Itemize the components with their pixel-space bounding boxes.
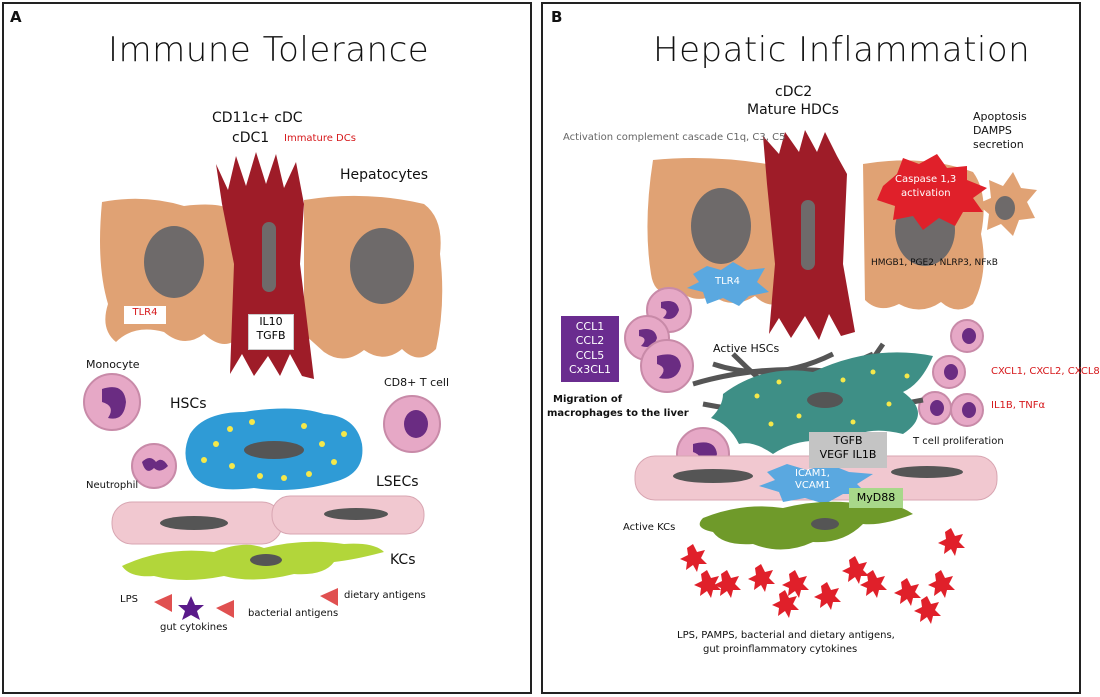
lps-label: LPS xyxy=(120,594,138,605)
panel-immune-tolerance: A Immune Tolerance CD11c+ cDC cDC1 Immat… xyxy=(2,2,532,694)
il1b-label: IL1B, TNFα xyxy=(991,400,1046,411)
lsec-b-nucleus-left xyxy=(673,469,753,483)
hepatocytes-label: Hepatocytes xyxy=(340,167,429,183)
ccl-item: CCL5 xyxy=(575,348,605,362)
ccl-item: CCL1 xyxy=(575,320,605,333)
active-hsc-droplets xyxy=(754,369,910,427)
cd8-label: CD8+ T cell xyxy=(384,376,450,389)
caspase-line2: activation xyxy=(901,188,951,199)
hmgb1-label: HMGB1, PGE2, NLRP3, NFκB xyxy=(871,258,998,268)
apoptosis-line3: secretion xyxy=(973,138,1024,151)
bacterial-antigens-label: bacterial antigens xyxy=(248,608,339,619)
vegf-label: VEGF IL1B xyxy=(819,448,877,462)
mature-dc-nucleus xyxy=(801,200,815,270)
panel-a-illustration xyxy=(83,152,443,620)
cd8-t-cell-nucleus xyxy=(404,410,428,438)
neutrophil-nucleus xyxy=(142,458,168,471)
immature-dcs-label: Immature DCs xyxy=(284,133,356,144)
caspase-line1: Caspase 1,3 xyxy=(895,174,957,185)
tgfb-label: TGFB xyxy=(256,329,286,343)
complement-label: Activation complement cascade C1q, C3, C… xyxy=(563,132,786,143)
monocyte-nucleus xyxy=(102,387,126,419)
macrophage-2-nucleus xyxy=(639,329,657,347)
caspase-burst xyxy=(877,154,987,230)
il10-tgfb-box: IL10 TGFB xyxy=(248,314,294,350)
active-kc-nucleus xyxy=(811,518,839,530)
tgfb-b-label: TGFB xyxy=(833,434,863,447)
tlr4-burst xyxy=(687,262,769,306)
ccl-item: Cx3CL1 xyxy=(569,362,611,376)
lsecs-label: LSECs xyxy=(376,474,419,490)
tlr4-b-label: TLR4 xyxy=(715,276,740,287)
cdc2-label: cDC2 xyxy=(775,84,813,100)
bottom-line1: LPS, PAMPS, bacterial and dietary antige… xyxy=(677,630,895,641)
macrophage-3-nucleus xyxy=(657,354,681,379)
bottom-line2: gut proinflammatory cytokines xyxy=(703,644,858,655)
t-cell-proliferation-label: T cell proliferation xyxy=(913,436,1004,447)
tlr4-box: TLR4 xyxy=(124,306,166,324)
dendritic-cell-nucleus xyxy=(262,222,276,292)
active-hscs-label: Active HSCs xyxy=(713,342,780,355)
lsec-right-nucleus xyxy=(324,508,388,520)
active-kupffer-cell xyxy=(699,501,913,550)
hepatocyte-b-left-nucleus xyxy=(691,188,751,264)
hscs-label: HSCs xyxy=(170,396,207,412)
gut-cytokine-star xyxy=(178,596,204,620)
panel-b-label: B xyxy=(551,8,563,26)
cdc-label-line1: CD11c+ cDC xyxy=(212,110,303,126)
lps-triangle xyxy=(154,594,172,612)
t-cells-right xyxy=(918,319,984,427)
migration-line1: Migration of xyxy=(553,394,623,405)
cdc-label-line2: cDC1 xyxy=(232,130,270,146)
ccl-item: CCL2 xyxy=(575,334,605,348)
hepatocyte-right-nucleus xyxy=(350,228,414,304)
ccl-box: CCL1 CCL2 CCL5 Cx3CL1 xyxy=(561,316,619,382)
apoptosis-line1: Apoptosis xyxy=(973,110,1027,123)
panel-b-title: Hepatic Inflammation xyxy=(653,30,1031,70)
hepatocyte-left-nucleus xyxy=(144,226,204,298)
pamps-stars xyxy=(680,528,965,624)
dietary-antigens-label: dietary antigens xyxy=(344,590,426,601)
panel-a-title: Immune Tolerance xyxy=(108,30,430,70)
gut-cytokines-label: gut cytokines xyxy=(160,622,228,633)
panel-b-illustration xyxy=(624,130,1037,624)
hsc-nucleus xyxy=(244,441,304,459)
dietary-triangle xyxy=(320,588,338,606)
lsec-left-nucleus xyxy=(160,516,228,530)
kupffer-nucleus xyxy=(250,554,282,566)
panel-a-label: A xyxy=(10,8,22,26)
cxcl-label: CXCL1, CXCL2, CXCL8 xyxy=(991,366,1100,377)
apoptosis-line2: DAMPS xyxy=(973,124,1012,137)
macrophage-1-nucleus xyxy=(661,301,679,319)
icam-line2: VCAM1 xyxy=(795,480,831,491)
icam-line1: ICAM1, xyxy=(795,468,830,479)
icam-burst xyxy=(759,464,873,504)
migration-line2: macrophages to the liver xyxy=(547,408,689,419)
tgfb-vegf-box: TGFB VEGF IL1B xyxy=(809,432,887,468)
mature-hdcs-label: Mature HDCs xyxy=(747,102,839,118)
active-hsc-nucleus xyxy=(807,392,843,408)
panel-hepatic-inflammation: B Hepatic Inflammation cDC2 Mature HDCs … xyxy=(541,2,1100,694)
active-kcs-label: Active KCs xyxy=(623,522,676,533)
hsc-lipid-droplets xyxy=(201,419,347,481)
kcs-label: KCs xyxy=(390,552,416,568)
myd88-box: MyD88 xyxy=(849,488,903,508)
bacterial-triangle xyxy=(216,600,234,618)
il10-label: IL10 xyxy=(259,315,283,328)
lsec-b-nucleus-right xyxy=(891,466,963,478)
monocyte-label: Monocyte xyxy=(86,358,140,371)
neutrophil-label: Neutrophil xyxy=(86,480,139,491)
apoptotic-nucleus xyxy=(995,196,1015,220)
